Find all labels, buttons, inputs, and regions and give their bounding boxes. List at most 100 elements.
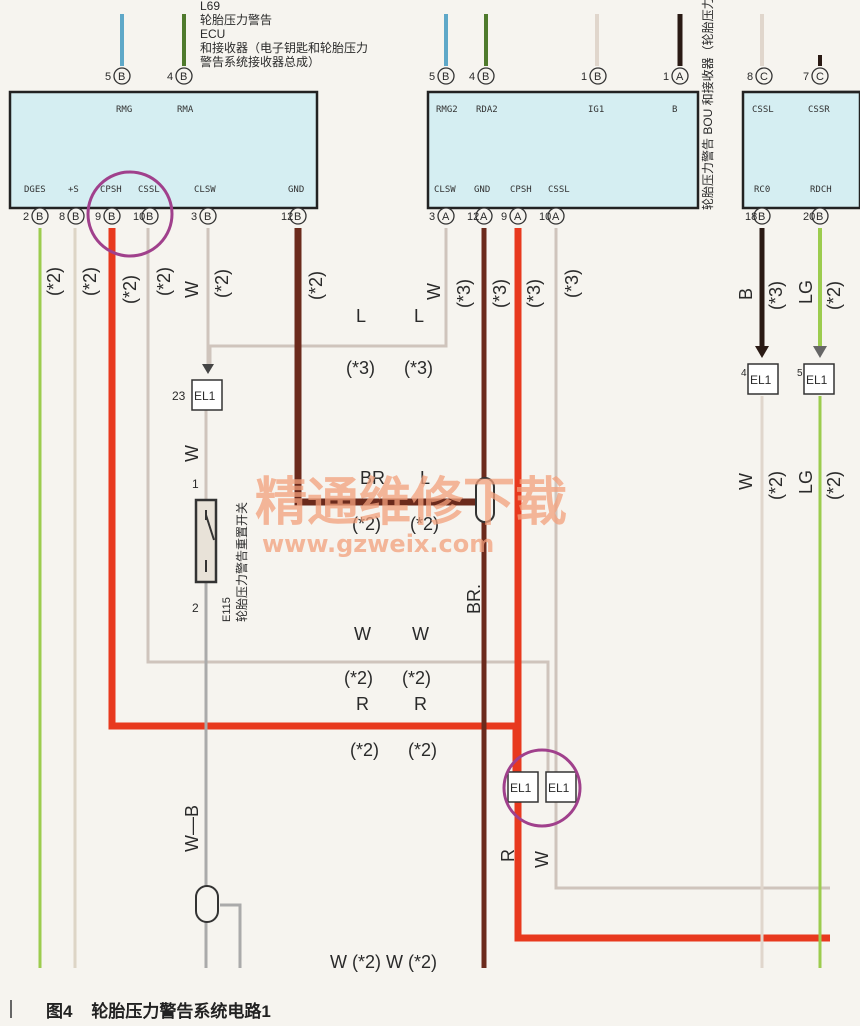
ecu-box-right bbox=[426, 90, 700, 210]
svg-text:CPSH: CPSH bbox=[100, 185, 122, 195]
svg-text:R: R bbox=[414, 694, 427, 714]
pin-number: 3 bbox=[191, 211, 197, 223]
svg-text:(*2): (*2) bbox=[410, 514, 439, 534]
svg-text:W: W bbox=[412, 624, 429, 644]
switch-pin-2: 2 bbox=[192, 601, 199, 615]
pin-number: 8 bbox=[747, 71, 753, 83]
pin-letter: B bbox=[146, 211, 153, 223]
svg-text:ECU: ECU bbox=[200, 27, 225, 41]
svg-text:EL1: EL1 bbox=[194, 389, 216, 403]
pin-letter: B bbox=[482, 71, 489, 83]
pin-number: 18 bbox=[745, 211, 757, 223]
pin-letter: B bbox=[294, 211, 301, 223]
svg-text:R: R bbox=[356, 694, 369, 714]
pin-letter: B bbox=[816, 211, 823, 223]
svg-text:(*2): (*2) bbox=[408, 740, 437, 760]
svg-text:(*2): (*2) bbox=[352, 514, 381, 534]
svg-text:W (*2) W (*2): W (*2) W (*2) bbox=[330, 952, 437, 972]
pin-number: 7 bbox=[803, 71, 809, 83]
svg-text:5: 5 bbox=[797, 368, 803, 379]
svg-text:(*2): (*2) bbox=[120, 275, 140, 304]
wire-red-right bbox=[514, 228, 830, 942]
svg-text:RMA: RMA bbox=[177, 105, 194, 115]
svg-text:和接收器（电子钥匙和轮胎压力: 和接收器（电子钥匙和轮胎压力 bbox=[200, 40, 368, 55]
svg-text:(*2): (*2) bbox=[824, 281, 844, 310]
svg-text:(*2): (*2) bbox=[402, 668, 431, 688]
pin-letter: B bbox=[118, 71, 125, 83]
svg-text:EL1: EL1 bbox=[548, 781, 570, 795]
svg-text:L: L bbox=[356, 306, 366, 326]
svg-text:警告系统接收器总成）: 警告系统接收器总成） bbox=[200, 54, 320, 69]
svg-text:(*2): (*2) bbox=[306, 271, 326, 300]
svg-text:CPSH: CPSH bbox=[510, 185, 532, 195]
svg-text:(*3): (*3) bbox=[346, 358, 375, 378]
watermark-title: 精通维修下载 bbox=[255, 473, 567, 533]
svg-text:DGES: DGES bbox=[24, 185, 46, 195]
svg-text:EL1: EL1 bbox=[510, 781, 532, 795]
svg-text:CLSW: CLSW bbox=[194, 185, 216, 195]
el1-connector-r: EL1 bbox=[507, 771, 539, 803]
svg-text:R: R bbox=[498, 849, 518, 862]
svg-text:W: W bbox=[424, 283, 444, 300]
pin-letter: A bbox=[480, 211, 488, 223]
switch-label: 轮胎压力警告重置开关 bbox=[234, 502, 249, 622]
pin-number: 4 bbox=[469, 71, 475, 83]
pin-number: 2 bbox=[23, 211, 29, 223]
svg-text:(*2): (*2) bbox=[344, 668, 373, 688]
highlight-circle-pins bbox=[86, 170, 174, 258]
pin-number: 20 bbox=[803, 211, 815, 223]
splice-br bbox=[475, 477, 495, 523]
svg-text:EL1: EL1 bbox=[806, 373, 828, 387]
svg-text:EL1: EL1 bbox=[750, 373, 772, 387]
svg-text:RDCH: RDCH bbox=[810, 185, 832, 195]
svg-text:轮胎压力警告: 轮胎压力警告 bbox=[200, 12, 272, 27]
svg-text:CLSW: CLSW bbox=[434, 185, 456, 195]
svg-text:(*2): (*2) bbox=[766, 471, 786, 500]
pin-letter: B bbox=[204, 211, 211, 223]
svg-text:(*3): (*3) bbox=[562, 269, 582, 298]
svg-text:W: W bbox=[736, 473, 756, 490]
svg-text:(*3): (*3) bbox=[524, 279, 544, 308]
svg-text:(*3): (*3) bbox=[490, 279, 510, 308]
pin-letter: A bbox=[514, 211, 522, 223]
svg-text:CSSL: CSSL bbox=[138, 185, 160, 195]
wire-l-right bbox=[208, 228, 448, 364]
svg-text:(*2): (*2) bbox=[824, 471, 844, 500]
pin-number: 10 bbox=[539, 211, 551, 223]
svg-text:LG: LG bbox=[796, 470, 816, 494]
pin-number: 12 bbox=[467, 211, 479, 223]
pin-number: 1 bbox=[663, 71, 669, 83]
figure-label: 图4 bbox=[46, 1002, 73, 1021]
pin-letter: B bbox=[36, 211, 43, 223]
svg-text:RC0: RC0 bbox=[754, 185, 770, 195]
svg-text:23: 23 bbox=[172, 389, 186, 403]
watermark-url: www.gzweix.com bbox=[262, 530, 494, 558]
svg-text:IG1: IG1 bbox=[588, 105, 604, 115]
svg-text:B: B bbox=[736, 288, 756, 300]
pin-letter: B bbox=[180, 71, 187, 83]
ecu-left-label: L69 轮胎压力警告 ECU 和接收器（电子钥匙和轮胎压力 警告系统接收器总成） bbox=[200, 0, 368, 69]
svg-text:CSSL: CSSL bbox=[752, 105, 774, 115]
svg-text:L: L bbox=[420, 468, 430, 488]
svg-text:(*2): (*2) bbox=[350, 740, 379, 760]
svg-text:BR.: BR. bbox=[464, 584, 484, 614]
pin-letter: B bbox=[442, 71, 449, 83]
el1-connector-w: EL1 bbox=[545, 771, 577, 803]
wire-br-gnd bbox=[294, 228, 484, 506]
svg-text:(*2): (*2) bbox=[154, 267, 174, 296]
svg-text:CSSR: CSSR bbox=[808, 105, 830, 115]
svg-text:W: W bbox=[182, 281, 202, 298]
